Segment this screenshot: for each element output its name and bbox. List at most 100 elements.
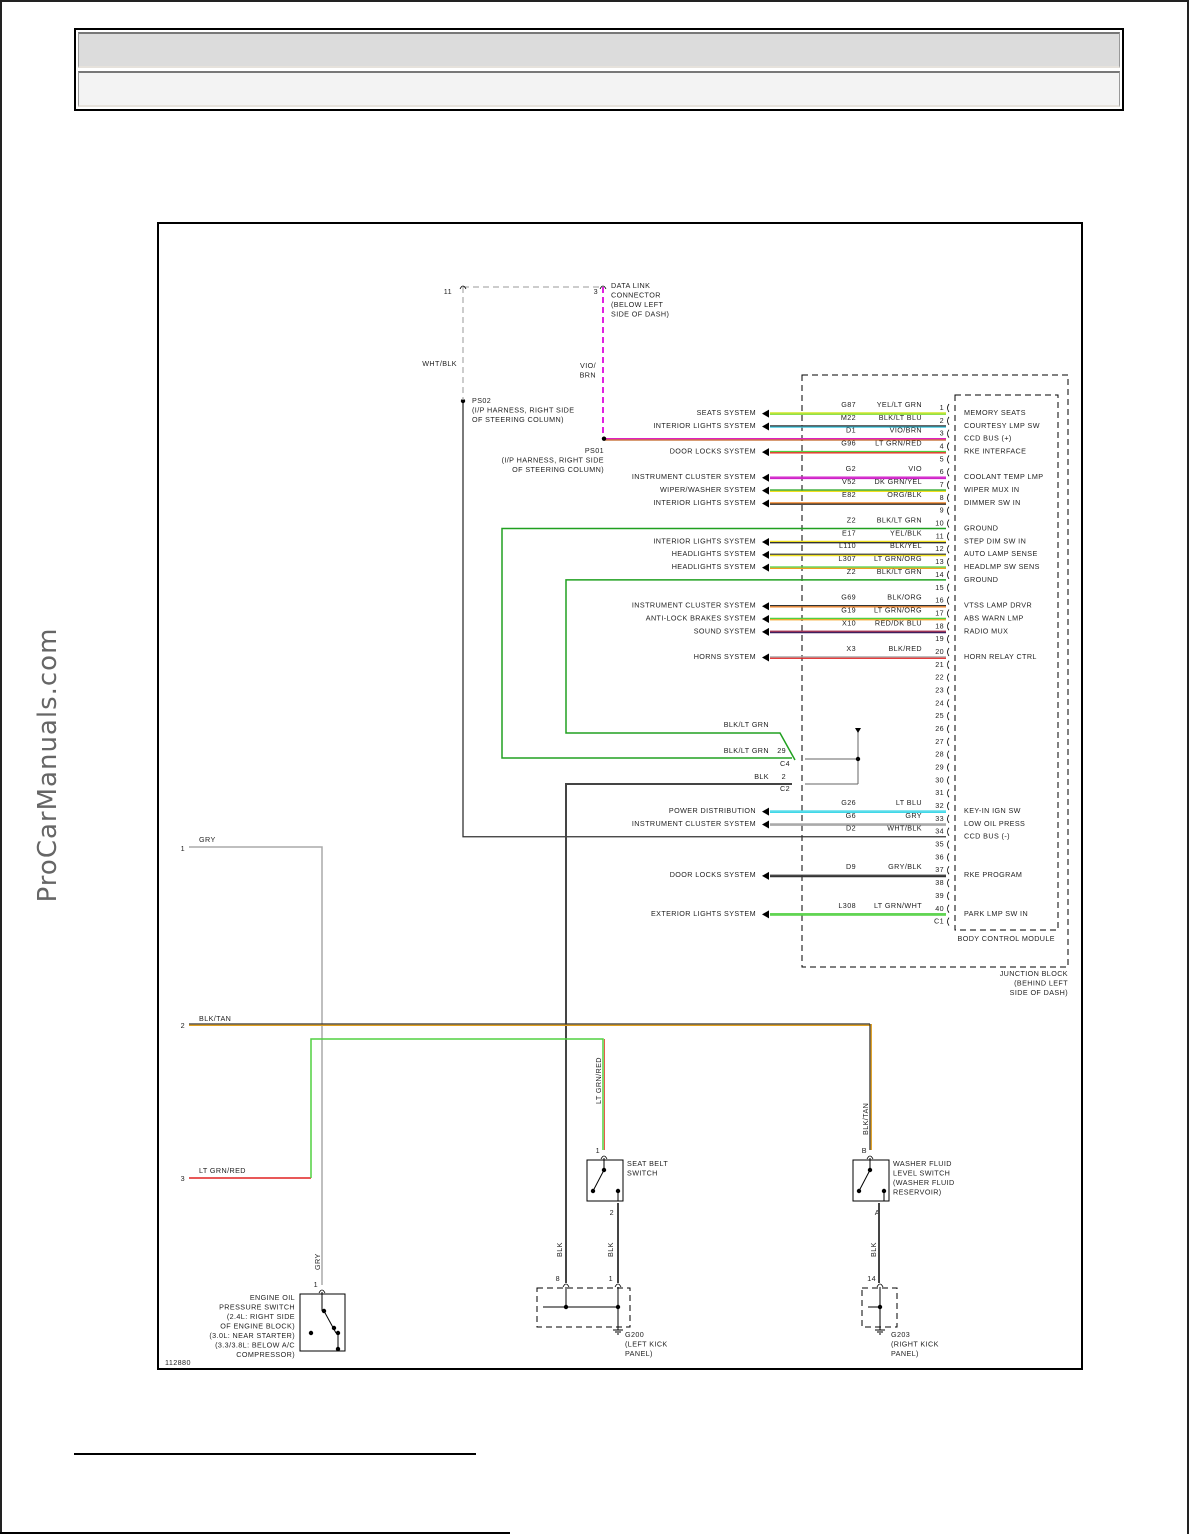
bcm-pin-number: 19 [935,634,944,643]
circuit-id: L308 [838,901,856,910]
splice-ps02-label: (I/P HARNESS, RIGHT SIDE [472,406,574,415]
connector-cavity-icon [947,583,950,592]
engine-oil-switch-label: PRESSURE SWITCH [219,1303,295,1312]
wire-gry-label: GRY [313,1253,322,1270]
seat-belt-switch-label: SEAT BELT [627,1159,668,1168]
wire-blk-label: BLK [606,1242,615,1257]
bcm-box [954,394,1059,931]
bcm-pin-number: 2 [940,416,944,425]
ground-input-pin: 2 [782,772,786,781]
circuit-id: X3 [846,644,856,653]
ground-input-connector: C4 [780,759,790,768]
connector-cavity-icon [947,917,950,926]
bcm-pin-number: 15 [935,583,944,592]
connector-cavity-icon [947,801,950,811]
wire-color-label: BLK/YEL [890,541,922,550]
system-label: INSTRUMENT CLUSTER SYSTEM [632,472,756,481]
bcm-pin-number: 36 [935,852,944,861]
arrow-icon [762,448,769,457]
wire-color-label: BLK/ORG [887,593,922,602]
system-label: INSTRUMENT CLUSTER SYSTEM [632,601,756,610]
arrow-icon [762,910,769,919]
bcm-pin-function: COOLANT TEMP LMP [964,472,1044,481]
seat-belt-switch-box [586,1159,624,1202]
circuit-id: L110 [839,541,856,550]
wire-color-label: VIO/BRN [890,426,922,435]
bcm-pin-number: 38 [935,878,944,887]
ground-input-label: BLK [754,772,769,781]
left-terminal-2: 2 [181,1021,185,1030]
splice-ps02-label: OF STEERING COLUMN) [472,415,564,424]
ground-input-label: BLK/LT GRN [724,746,769,755]
dlc-pin-left: 11 [444,287,452,296]
bcm-pin-function: GROUND [964,575,998,584]
connector-cavity-icon [947,660,950,670]
circuit-id: E82 [842,490,856,499]
bcm-pin-number: 10 [935,519,944,528]
connector-cavity-icon [947,827,950,836]
circuit-id: M22 [841,413,856,422]
wire-blk-label: BLK [555,1242,564,1257]
splice-dot [855,756,861,762]
wire-vio-brn-label: BRN [580,371,596,380]
dlc-label: CONNECTOR [611,291,661,300]
bcm-pin-function: MEMORY SEATS [964,408,1026,417]
wire-color-label: GRY [905,811,922,820]
circuit-id: D1 [846,426,856,435]
system-label: SEATS SYSTEM [697,408,756,417]
left-terminal-2-color: BLK/TAN [199,1014,231,1023]
wire-lt-grn-red-label: LT GRN/RED [594,1057,603,1104]
arrow-icon [762,473,769,482]
wire-color-label: LT BLU [896,798,922,807]
arrow-icon [762,820,769,829]
circuit-id: D2 [846,824,856,833]
splice-dot [308,1330,314,1336]
bcm-pin-number: 18 [935,621,944,630]
connector-cavity-icon [947,403,950,413]
engine-oil-switch-label: (3.3/3.8L: BELOW A/C [215,1341,295,1350]
wire-ground-pin14 [565,579,946,761]
switch-contact [592,1169,605,1192]
connector-cavity-icon [947,750,950,759]
bcm-pin-function: CCD BUS (+) [964,434,1012,443]
splice-ps02-label: PS02 [472,396,491,405]
bcm-pin-number: 29 [935,763,944,772]
system-label: INTERIOR LIGHTS SYSTEM [653,536,756,545]
connector-cavity-icon [947,442,950,451]
system-label: HEADLIGHTS SYSTEM [672,549,756,558]
wire-color-label: GRY/BLK [888,862,922,871]
connector-pin-icon [866,1155,874,1160]
connector-cavity-icon [947,570,950,580]
connector-cavity-icon [947,519,950,528]
bcm-pin-function: HEADLMP SW SENS [964,562,1040,571]
connector-cavity-icon [947,545,950,554]
bcm-pin-number: 35 [935,840,944,849]
connector-cavity-icon [947,878,950,888]
bcm-pin-function: DIMMER SW IN [964,498,1021,507]
wire-color-label: BLK/RED [888,644,922,653]
connector-pin-icon [459,285,467,290]
splice-dot [590,1188,596,1194]
dlc-pin-right: 3 [594,287,598,296]
diagram-id: 112880 [165,1358,191,1367]
bcm-pin-function: ABS WARN LMP [964,613,1024,622]
bcm-pin-function: RADIO MUX [964,626,1008,635]
arrow-icon [762,871,769,880]
bcm-pin-number: 20 [935,647,944,656]
wire-color-label: RED/DK BLU [875,618,922,627]
splice-ps01-dot [601,436,607,441]
wire-lt-grn-red [310,1038,604,1178]
left-terminal-1-color: GRY [199,835,216,844]
wire-ground-pin10 [501,527,946,759]
wire-color-label: LT GRN/RED [875,439,922,448]
engine-oil-switch-label: (2.4L: RIGHT SIDE [227,1312,295,1321]
wire-color-label: DK GRN/YEL [874,477,922,486]
bcm-pin-function: CCD BUS (-) [964,832,1010,841]
bcm-pin-number: 34 [935,827,944,836]
system-label: HEADLIGHTS SYSTEM [672,562,756,571]
connector-cavity-icon [947,866,950,875]
arrow-icon [762,627,769,636]
splice-dot [563,1304,569,1310]
connector-pin-icon [562,1283,570,1288]
arrow-icon [762,615,769,624]
